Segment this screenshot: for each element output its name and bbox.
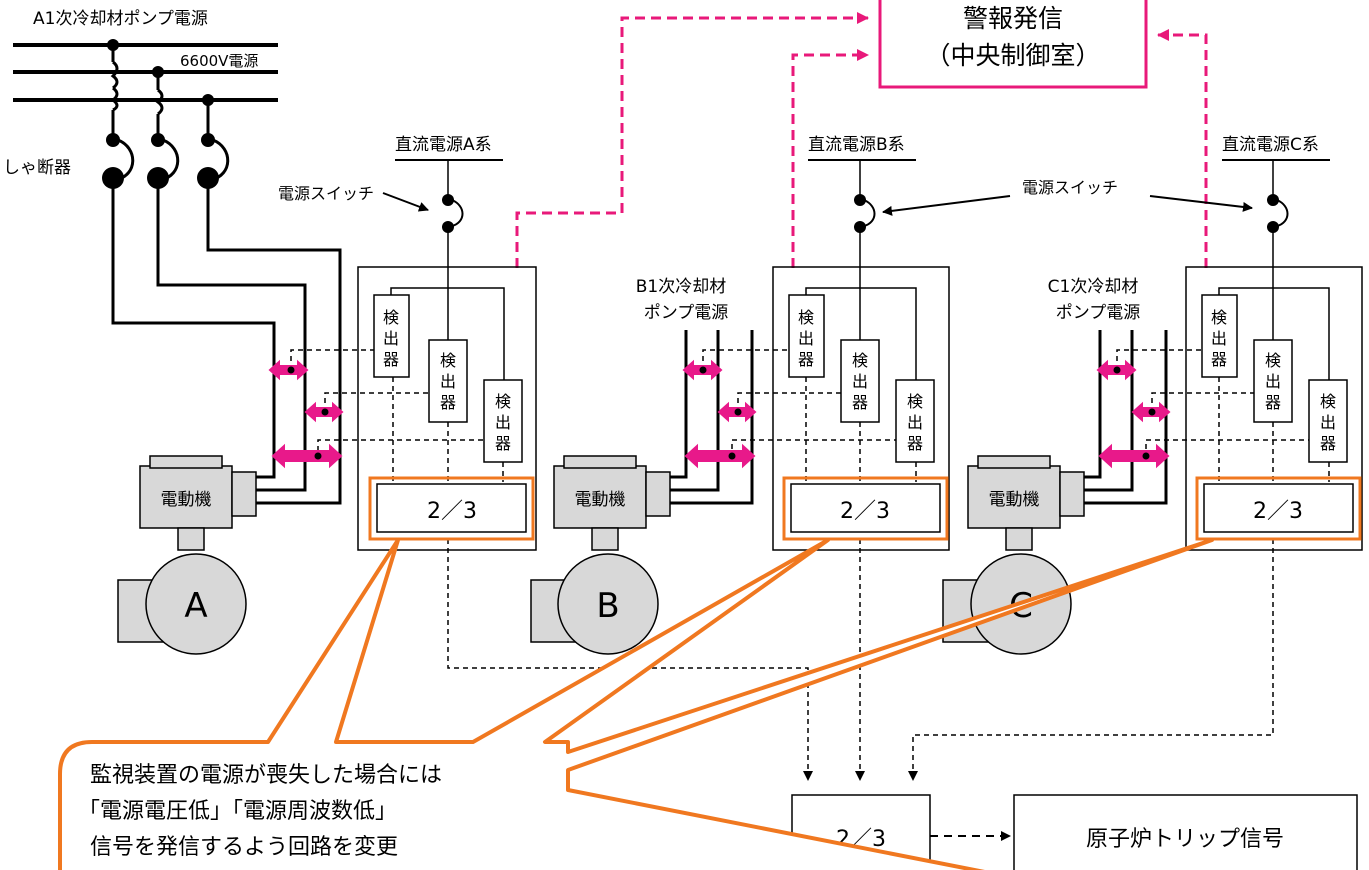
- power-switch-label-bc: 電源スイッチ: [1022, 178, 1118, 197]
- detector-char-2: 器: [1265, 393, 1281, 412]
- alarm-signal-lines: [515, 12, 1208, 268]
- logic-label-b: 2／3: [840, 499, 890, 524]
- detector-char-0: 検: [1211, 308, 1227, 327]
- detector-char-2: 器: [798, 350, 814, 369]
- detector-char-0: 検: [798, 308, 814, 327]
- detector-char-0: 検: [440, 351, 456, 370]
- a-pump-power-title: A1次冷却材ポンプ電源: [33, 9, 208, 29]
- motor-label-b: 電動機: [575, 490, 626, 510]
- detector-char-2: 器: [852, 393, 868, 412]
- detector-char-1: 出: [1265, 372, 1281, 391]
- pump-label-b: B: [596, 586, 619, 626]
- callout-bubble: [58, 538, 1214, 870]
- bus-bars: [13, 43, 278, 102]
- reactor-trip-box: [1013, 794, 1358, 870]
- callout-line1: 監視装置の電源が喪失した場合には: [90, 763, 442, 788]
- detector-char-1: 出: [440, 372, 456, 391]
- motor-label-a: 電動機: [161, 490, 212, 510]
- breaker-label: しゃ断器: [3, 158, 71, 178]
- system-a: 直流電源A系 電源スイッチ: [268, 135, 813, 781]
- detector-char-2: 器: [1211, 350, 1227, 369]
- motor-pump-b: [530, 455, 671, 655]
- alarm-title: 警報発信: [963, 4, 1063, 33]
- detector-char-0: 検: [1265, 351, 1281, 370]
- system-c: 直流電源C系 C1次冷却材 ポンプ電源: [908, 135, 1363, 781]
- detector-char-2: 器: [1320, 434, 1336, 453]
- detector-char-1: 出: [798, 329, 814, 348]
- detector-char-2: 器: [440, 393, 456, 412]
- detector-char-1: 出: [907, 413, 923, 432]
- detector-char-0: 検: [907, 392, 923, 411]
- detector-char-1: 出: [1211, 329, 1227, 348]
- motor-pump-a: [117, 455, 257, 655]
- dc-power-b-label: 直流電源B系: [808, 135, 905, 155]
- pump-label-a: A: [184, 586, 207, 626]
- detector-char-2: 器: [907, 434, 923, 453]
- detector-char-1: 出: [495, 413, 511, 432]
- callout-line3: 信号を発信するよう回路を変更: [90, 835, 398, 860]
- detector-char-2: 器: [383, 350, 399, 369]
- detector-char-2: 器: [495, 434, 511, 453]
- detector-char-0: 検: [495, 392, 511, 411]
- power-switch-label-a: 電源スイッチ: [278, 184, 374, 203]
- detector-char-1: 出: [852, 372, 868, 391]
- logic-label-c: 2／3: [1253, 499, 1303, 524]
- b-pump-power-line2: ポンプ電源: [644, 303, 729, 323]
- dc-power-c-label: 直流電源C系: [1222, 135, 1319, 155]
- b-pump-power-line1: B1次冷却材: [636, 277, 726, 297]
- logic-label-a: 2／3: [427, 499, 477, 524]
- reactor-trip-label: 原子炉トリップ信号: [1086, 827, 1284, 852]
- c-pump-power-line2: ポンプ電源: [1056, 303, 1141, 323]
- c-pump-power-line1: C1次冷却材: [1048, 277, 1139, 297]
- detector-char-0: 検: [852, 351, 868, 370]
- breaker-contacts: [102, 39, 219, 189]
- bus-voltage-label: 6600V電源: [180, 52, 258, 70]
- dc-power-a-label: 直流電源A系: [395, 135, 492, 155]
- detector-char-1: 出: [383, 329, 399, 348]
- detector-char-0: 検: [383, 308, 399, 327]
- alarm-subtitle: （中央制御室）: [925, 41, 1100, 70]
- detector-char-0: 検: [1320, 392, 1336, 411]
- alarm-box: [878, 0, 1148, 89]
- callout-line2: 「電源電圧低」「電源周波数低」: [78, 799, 397, 824]
- detector-char-1: 出: [1320, 413, 1336, 432]
- detector-labels: 検 出 器 検 出 器 検 出 器 検 出 器 検 出 器 検 出 器 検 出 …: [383, 308, 1336, 453]
- a-phase-cables: [111, 188, 342, 505]
- system-b: 直流電源B系 電源スイッチ B1次冷却材 ポンプ電源: [636, 135, 1253, 781]
- motor-label-c: 電動機: [989, 490, 1040, 510]
